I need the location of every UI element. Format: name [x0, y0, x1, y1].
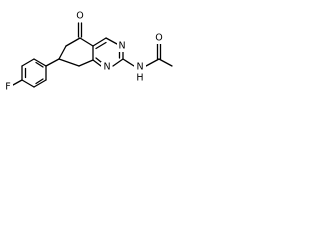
bond-c6-c5: [65, 37, 81, 47]
acetyl-oxygen-label: O: [155, 33, 162, 44]
bond-c7-c6: [58, 45, 67, 60]
bond-c4-n3: [105, 37, 118, 45]
bond-phenyl-double-b: [35, 61, 44, 68]
bonds: [12, 22, 173, 88]
bond-c8-c7: [58, 58, 80, 67]
bond-phenyl-6: [21, 79, 35, 88]
bond-c5-c4a: [79, 37, 94, 47]
amide-hydrogen-label: H: [136, 73, 143, 84]
bond-phenyl-2: [21, 58, 35, 67]
bond-phenyl-5: [33, 79, 47, 88]
bond-phenyl-c7: [45, 58, 60, 67]
bond-c2-n1: [112, 58, 124, 67]
bond-c2-nh: [122, 58, 135, 67]
atom-labels: F O N N N H O: [3, 10, 165, 93]
keto-oxygen-label: O: [76, 11, 83, 22]
bond-c8a-n1-double: [95, 57, 102, 63]
chemical-structure-diagram: F O N N N H O: [3, 10, 173, 93]
ring-nitrogen-bottom-label: N: [103, 62, 110, 73]
bond-n1-c8a: [92, 59, 102, 67]
bond-c4a-c4: [92, 37, 107, 47]
bond-c8a-c8: [78, 59, 94, 67]
bond-f-c: [12, 79, 23, 86]
fluorine-label: F: [5, 82, 10, 93]
bond-c4a-c4-double: [95, 41, 107, 50]
amide-nitrogen-label: N: [136, 62, 143, 73]
bond-phenyl-3: [33, 58, 47, 67]
ring-nitrogen-top-label: N: [118, 41, 125, 52]
bond-nh-carbonyl: [145, 58, 160, 67]
bond-carbonyl-methyl: [158, 58, 173, 67]
bond-phenyl-double-c: [35, 78, 44, 85]
